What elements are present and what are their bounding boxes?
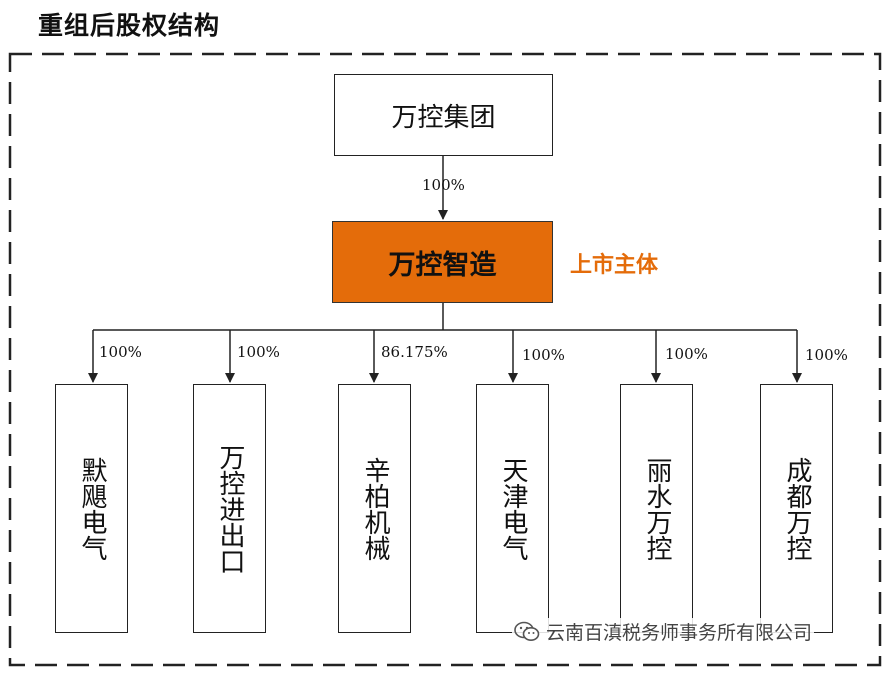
node-sub-3: 辛柏机械 — [338, 384, 411, 633]
node-main-entity: 万控智造 — [332, 221, 553, 303]
holding-sub-1: 100% — [99, 343, 142, 361]
node-sub-5: 丽水万控 — [620, 384, 693, 633]
wechat-icon — [514, 621, 540, 641]
node-sub-2: 万控进出口 — [193, 384, 266, 633]
diagram-title: 重组后股权结构 — [38, 11, 221, 40]
holding-sub-3: 86.175% — [381, 343, 448, 361]
node-sub-1: 默飓电气 — [55, 384, 128, 633]
holding-top: 100% — [422, 176, 465, 194]
listed-entity-note: 上市主体 — [570, 253, 659, 278]
dashed-frame — [8, 52, 882, 667]
holding-sub-2: 100% — [237, 343, 280, 361]
holding-sub-4: 100% — [522, 346, 565, 364]
node-sub-6: 成都万控 — [760, 384, 833, 633]
watermark-text: 云南百滇税务师事务所有限公司 — [546, 622, 813, 644]
holding-sub-5: 100% — [665, 345, 708, 363]
node-top-entity: 万控集团 — [334, 74, 553, 156]
holding-sub-6: 100% — [805, 346, 848, 364]
node-sub-4: 天津电气 — [476, 384, 549, 633]
watermark: 云南百滇税务师事务所有限公司 — [512, 618, 815, 645]
